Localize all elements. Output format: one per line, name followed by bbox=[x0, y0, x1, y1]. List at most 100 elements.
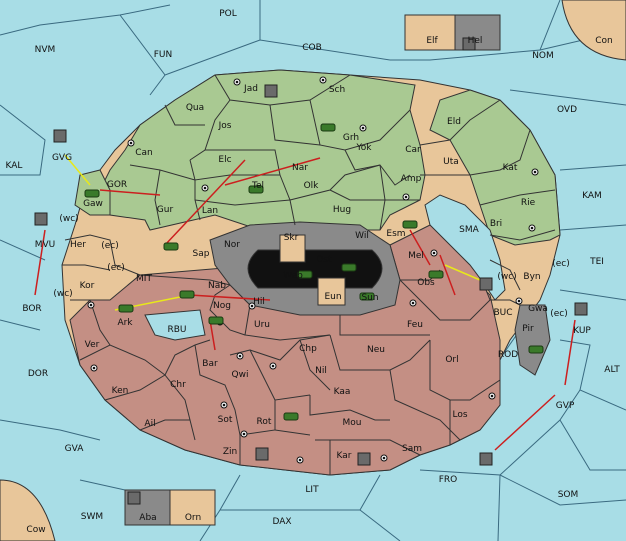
supply-center-dot-core bbox=[129, 141, 133, 145]
army-unit[interactable] bbox=[320, 123, 336, 132]
sea-zone-label: LIT bbox=[305, 485, 319, 495]
territory-label: Nar bbox=[292, 163, 308, 173]
army-unit[interactable] bbox=[283, 412, 299, 421]
territory-label: Nor bbox=[224, 240, 240, 250]
territory-label: Lan bbox=[202, 206, 218, 216]
territory-label: Gur bbox=[157, 205, 174, 215]
army-unit[interactable] bbox=[179, 290, 195, 299]
army-unit[interactable] bbox=[402, 220, 418, 229]
supply-center-dot-core bbox=[517, 299, 521, 303]
supply-center-dot-core bbox=[490, 394, 494, 398]
fleet-unit[interactable] bbox=[53, 129, 67, 143]
territory-label: Yok bbox=[355, 143, 372, 153]
sea-zone-label: Cow bbox=[26, 525, 45, 535]
sea-zone-label: DAX bbox=[272, 517, 291, 527]
army-unit[interactable] bbox=[163, 242, 179, 251]
sea-zone-label: NVM bbox=[35, 45, 56, 55]
supply-center-dot-core bbox=[432, 251, 436, 255]
territory-label: Bar bbox=[202, 359, 218, 369]
fleet-unit[interactable] bbox=[574, 302, 588, 316]
coast-label: (ec) bbox=[552, 259, 570, 269]
fleet-unit[interactable] bbox=[357, 452, 371, 466]
supply-center-dot-core bbox=[250, 304, 254, 308]
supply-center-dot-core bbox=[321, 78, 325, 82]
sea-zone-label: ALT bbox=[604, 365, 620, 375]
territory-label: Eun bbox=[324, 292, 341, 302]
fleet-unit[interactable] bbox=[255, 447, 269, 461]
territory-label: Kar bbox=[337, 451, 352, 461]
army-unit[interactable] bbox=[118, 304, 134, 313]
territory-label: Chr bbox=[170, 380, 186, 390]
supply-center-dot-core bbox=[533, 170, 537, 174]
territory-label: Amp bbox=[401, 174, 422, 184]
territory-label: Skr bbox=[284, 233, 299, 243]
army-unit[interactable] bbox=[248, 185, 264, 194]
army-unit[interactable] bbox=[297, 270, 313, 279]
territory-label: Rot bbox=[257, 417, 272, 427]
territory-label: Kat bbox=[503, 163, 518, 173]
supply-center-dot-core bbox=[411, 301, 415, 305]
territory-label: Sam bbox=[402, 444, 422, 454]
territory-label: Obs bbox=[417, 278, 435, 288]
territory-label: Esm bbox=[386, 229, 405, 239]
sea-zone-label: GVA bbox=[65, 444, 85, 454]
supply-center-dot-core bbox=[222, 403, 226, 407]
territory-label: Zin bbox=[223, 447, 237, 457]
army-unit[interactable] bbox=[359, 292, 375, 301]
territory-label: Qwi bbox=[232, 370, 249, 380]
sea-zone-label: SMA bbox=[459, 225, 479, 235]
sea-zone-label: BOR bbox=[22, 304, 41, 314]
territory-label: Can bbox=[135, 148, 153, 158]
territory-label: Ark bbox=[117, 318, 133, 328]
fleet-unit[interactable] bbox=[34, 212, 48, 226]
territory-label: Sch bbox=[329, 85, 345, 95]
army-unit[interactable] bbox=[428, 270, 444, 279]
territory-label: Orl bbox=[445, 355, 458, 365]
fleet-unit[interactable] bbox=[479, 277, 493, 291]
supply-center-dot-core bbox=[271, 364, 275, 368]
supply-center-dot-core bbox=[242, 432, 246, 436]
territory-label: Hug bbox=[333, 205, 351, 215]
territory-label: Ost bbox=[316, 255, 332, 265]
territory-label: Olk bbox=[304, 181, 320, 191]
coast-label: (wc) bbox=[53, 289, 72, 299]
army-unit[interactable] bbox=[84, 189, 100, 198]
sea-zone-label: Con bbox=[595, 36, 613, 46]
supply-center-dot-core bbox=[382, 456, 386, 460]
army-unit[interactable] bbox=[208, 316, 224, 325]
fleet-unit[interactable] bbox=[479, 452, 493, 466]
fleet-unit[interactable] bbox=[462, 37, 476, 51]
fleet-unit[interactable] bbox=[127, 491, 141, 505]
sea-zone-label: MIT bbox=[136, 274, 152, 284]
sea-zone-label: SOM bbox=[558, 490, 579, 500]
territory-label: Sun bbox=[361, 293, 378, 303]
army-unit[interactable] bbox=[341, 263, 357, 272]
territory-label: Neu bbox=[367, 345, 385, 355]
sea-zone-label: BUC bbox=[493, 308, 512, 318]
sea-zone-label: POL bbox=[219, 9, 237, 19]
orders bbox=[34, 154, 576, 451]
coast-label: (ec) bbox=[107, 263, 125, 273]
sea-zone-label: ROD bbox=[498, 350, 518, 360]
territory-label: Bri bbox=[490, 219, 502, 229]
sea-zone-label: DOR bbox=[28, 369, 48, 379]
sea-zone-label: KAL bbox=[6, 161, 23, 171]
territory-label: Byn bbox=[523, 272, 540, 282]
sea-zone-label: KUP bbox=[573, 326, 591, 336]
territory-label: Orn bbox=[185, 513, 201, 523]
territory-label: Web bbox=[283, 271, 303, 281]
sea-zone-label: GVP bbox=[556, 401, 575, 411]
supply-center-dot-core bbox=[530, 226, 534, 230]
territory-label: Car bbox=[405, 145, 421, 155]
territory-label: Jos bbox=[218, 121, 232, 131]
sea-zone-label: MVU bbox=[35, 240, 56, 250]
fleet-unit[interactable] bbox=[264, 84, 278, 98]
supply-center-dot-core bbox=[89, 303, 93, 307]
territory-label: Hel bbox=[468, 36, 483, 46]
army-unit[interactable] bbox=[528, 345, 544, 354]
territory-label: Chp bbox=[299, 344, 317, 354]
coast-label: (wc) bbox=[497, 272, 516, 282]
territory-label: Ver bbox=[85, 340, 100, 350]
territory-label: Jad bbox=[243, 84, 258, 94]
